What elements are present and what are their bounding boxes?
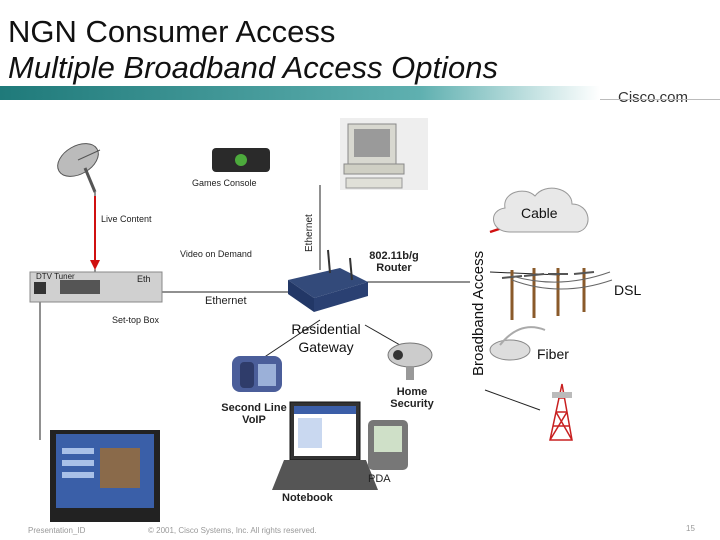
television-icon bbox=[50, 430, 160, 522]
pda-label: PDA bbox=[368, 473, 391, 485]
cisco-logo: Cisco.com bbox=[618, 89, 689, 106]
cable-cloud-icon bbox=[493, 187, 589, 233]
title-accent-bar bbox=[0, 86, 600, 100]
set-top-box-label: Set-top Box bbox=[112, 315, 160, 325]
live-content-arrow bbox=[90, 196, 100, 270]
footer-copyright: © 2001, Cisco Systems, Inc. All rights r… bbox=[148, 526, 317, 535]
home-security-label: Home Security bbox=[390, 386, 434, 410]
games-console-icon bbox=[212, 148, 270, 172]
ethernet-vertical-label: Ethernet bbox=[304, 214, 315, 252]
satellite-dish-icon bbox=[57, 143, 101, 193]
desktop-pc-icon bbox=[340, 118, 428, 190]
eth-label: Eth bbox=[137, 274, 151, 284]
dsl-label: DSL bbox=[614, 282, 642, 298]
notebook-icon bbox=[272, 401, 378, 490]
logo-divider bbox=[600, 99, 720, 100]
cable-label: Cable bbox=[521, 205, 558, 221]
fiber-spool-icon bbox=[489, 326, 546, 361]
fiber-line bbox=[484, 389, 541, 411]
radio-tower-icon bbox=[549, 383, 573, 441]
fiber-label: Fiber bbox=[537, 346, 569, 362]
broadband-access-label: Broadband Access bbox=[470, 250, 487, 376]
dtv-tuner-label: DTV Tuner bbox=[36, 272, 75, 281]
slide-title: NGN Consumer Access bbox=[8, 14, 336, 49]
router-icon bbox=[288, 249, 368, 312]
voip-phone-icon bbox=[232, 356, 282, 392]
gateway-security-line bbox=[364, 324, 401, 346]
ethernet-label: Ethernet bbox=[205, 295, 247, 307]
notebook-label: Notebook bbox=[282, 492, 333, 504]
router-label: 802.11b/g Router bbox=[369, 250, 419, 274]
footer-presentation-id: Presentation_ID bbox=[28, 526, 86, 535]
dtv-tuner-icon bbox=[29, 271, 163, 303]
footer-page-number: 15 bbox=[686, 524, 695, 533]
pda-icon bbox=[368, 420, 408, 470]
gateway-phone-line bbox=[259, 319, 321, 361]
video-on-demand-label: Video on Demand bbox=[180, 249, 252, 259]
live-content-label: Live Content bbox=[101, 214, 152, 224]
second-line-voip-label: Second Line VoIP bbox=[221, 402, 287, 426]
residential-gateway-label: Residential Gateway bbox=[291, 321, 361, 355]
security-camera-icon bbox=[387, 342, 433, 380]
games-console-label: Games Console bbox=[192, 178, 257, 188]
slide-subtitle: Multiple Broadband Access Options bbox=[8, 50, 498, 85]
dsl-poles-icon bbox=[510, 268, 586, 320]
